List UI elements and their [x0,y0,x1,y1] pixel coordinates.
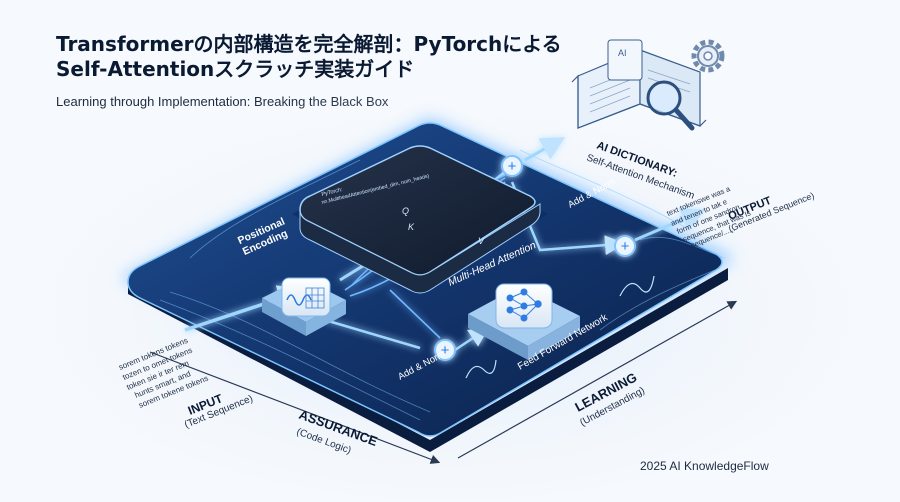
code-line-1: PyTorch: [321,187,344,198]
feed-forward-block [468,283,580,360]
multi-head-attention-block [292,145,548,294]
k-label: K [408,222,415,232]
plus-icon: + [621,238,630,255]
add-norm-node-top: + [501,155,523,177]
energy-waves [159,149,726,421]
q-label: Q [402,206,409,216]
plus-icon: + [441,342,450,359]
plus-icon: + [508,158,517,175]
norm-curve-icons [465,275,655,379]
title-line-1: Transformerの内部構造を完全解剖：PyTorchによる [56,32,562,56]
qkv-labels: Q K V [402,206,485,246]
magnifier-icon [646,80,695,131]
footer-credit: 2025 AI KnowledgeFlow [640,459,769,473]
book-tag: AI [618,48,627,58]
positional-encoding-block [262,277,346,336]
gear-icon [691,39,725,73]
v-label: V [478,236,485,246]
title-block: Transformerの内部構造を完全解剖：PyTorchによる Self-At… [56,32,576,109]
network-icon [506,288,542,322]
add-norm-node-bottom: + [434,339,456,361]
title-line-2: Self-Attentionスクラッチ実装ガイド [56,57,415,81]
axis-lines [149,300,738,464]
add-norm-node-right: + [614,235,636,257]
